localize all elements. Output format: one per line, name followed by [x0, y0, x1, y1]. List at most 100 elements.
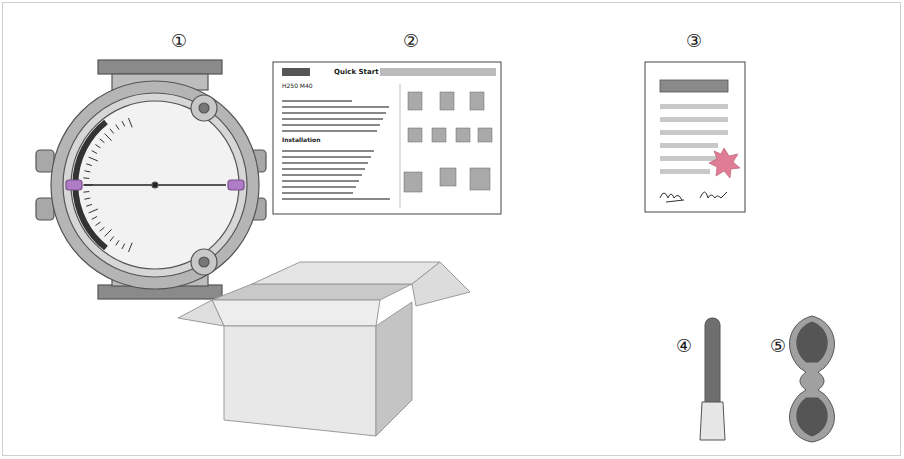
- callout-number: ①: [171, 32, 187, 50]
- quick-start-document: [282, 112, 386, 114]
- certificate: [645, 62, 745, 212]
- quick-start-document: [282, 130, 377, 132]
- flowmeter: [199, 257, 209, 267]
- callout-number: ②: [403, 32, 419, 50]
- certificate: [709, 148, 740, 178]
- quick-start-document: [282, 100, 390, 200]
- packaging-box: [252, 262, 440, 284]
- flowmeter: [100, 227, 105, 231]
- flowmeter: [128, 118, 132, 127]
- flowmeter: [191, 95, 217, 121]
- quick-start-document: [282, 198, 390, 200]
- certificate: [660, 104, 728, 109]
- flowmeter: [100, 139, 105, 143]
- quick-start-document: [478, 128, 492, 142]
- packaging-box: [212, 284, 412, 300]
- quick-start-document: [282, 162, 368, 164]
- flowmeter: [122, 244, 125, 249]
- quick-start-document: [408, 128, 422, 142]
- quick-start-document: [440, 168, 456, 186]
- flowmeter: [199, 103, 209, 113]
- flowmeter: [92, 151, 97, 154]
- quick-start-document: [282, 174, 362, 176]
- flowmeter: [71, 101, 239, 269]
- quick-start-document: [380, 68, 496, 76]
- flowmeter: [105, 134, 112, 141]
- certificate: [660, 117, 728, 122]
- flowmeter: [228, 180, 244, 190]
- flowmeter: [89, 157, 98, 161]
- packaging-box: [412, 262, 470, 306]
- document-title: Quick Start: [334, 69, 379, 76]
- certificate: [660, 130, 728, 135]
- certificate: [700, 192, 727, 198]
- document-model: H250 M40: [282, 83, 313, 89]
- flowmeter: [95, 222, 100, 225]
- flowmeter: [63, 93, 247, 277]
- callout-number: ⑤: [770, 337, 786, 355]
- packaging-box: [376, 302, 412, 436]
- quick-start-document: [432, 128, 446, 142]
- quick-start-document: [282, 186, 356, 188]
- quick-start-document: [282, 150, 374, 152]
- flowmeter: [36, 150, 54, 172]
- flowmeter: [116, 240, 119, 245]
- flowmeter: [36, 60, 266, 299]
- quick-start-document: [404, 172, 422, 192]
- flowmeter: [95, 145, 100, 148]
- magnet-pen: [700, 318, 725, 440]
- callout-number: ④: [676, 337, 692, 355]
- flowmeter: [86, 164, 92, 166]
- quick-start-document: [282, 156, 371, 158]
- quick-start-document: [282, 180, 359, 182]
- flowmeter: [191, 249, 217, 275]
- quick-start-document: [282, 124, 380, 126]
- quick-start-document: [282, 168, 365, 170]
- quick-start-document: [404, 92, 492, 192]
- tool: [790, 316, 835, 442]
- tool: [797, 322, 827, 362]
- tool: [790, 316, 835, 442]
- packaging-box: [178, 262, 470, 436]
- flowmeter: [110, 129, 114, 134]
- flowmeter: [110, 237, 114, 242]
- quick-start-document: [282, 192, 353, 194]
- quick-start-document: [440, 92, 454, 110]
- flowmeter: [105, 229, 112, 236]
- callout-number: ③: [686, 32, 702, 50]
- flowmeter: [84, 171, 90, 172]
- certificate: [660, 80, 728, 92]
- flowmeter: [128, 243, 132, 252]
- quick-start-document: [282, 68, 310, 76]
- tool: [797, 398, 827, 436]
- flowmeter: [98, 60, 222, 74]
- flowmeter: [83, 177, 89, 179]
- certificate: [660, 143, 718, 148]
- quick-start-document: [273, 62, 501, 214]
- flowmeter: [89, 209, 98, 213]
- certificate: [660, 156, 720, 161]
- flowmeter: [152, 182, 158, 188]
- quick-start-document: [282, 118, 383, 120]
- flowmeter: [116, 125, 119, 130]
- flowmeter: [36, 198, 54, 220]
- document-heading: Installation: [282, 137, 320, 143]
- quick-start-document: [456, 128, 470, 142]
- flowmeter: [86, 204, 92, 206]
- flowmeter: [122, 121, 125, 126]
- magnet-pen: [700, 402, 725, 440]
- magnet-pen: [705, 318, 720, 410]
- packaging-box: [178, 300, 224, 326]
- flowmeter: [66, 180, 82, 190]
- certificate: [645, 62, 745, 212]
- quick-start-document: [408, 92, 422, 110]
- flowmeter: [51, 81, 259, 289]
- frame: [3, 3, 901, 456]
- quick-start-document: [282, 100, 352, 102]
- certificate: [660, 193, 684, 202]
- flowmeter: [84, 198, 90, 199]
- certificate: [660, 169, 710, 174]
- packaging-box: [224, 326, 376, 436]
- quick-start-document: [282, 106, 389, 108]
